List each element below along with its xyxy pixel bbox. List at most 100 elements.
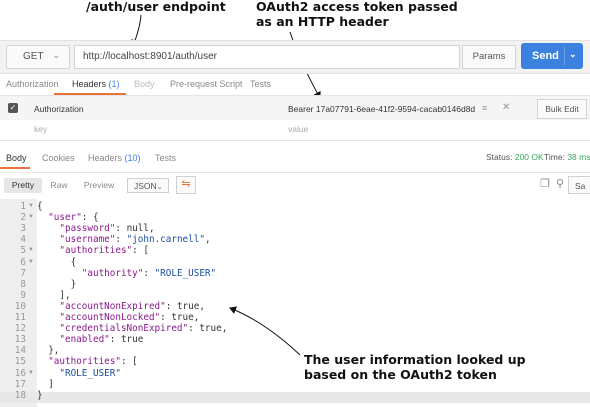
- fold-toggle-icon[interactable]: ▼: [28, 214, 34, 221]
- response-tab-headers-label: Headers: [88, 153, 123, 163]
- line-number: 2: [20, 212, 26, 224]
- close-icon[interactable]: ✕: [502, 102, 511, 113]
- format-select[interactable]: JSON ⌄: [127, 178, 169, 193]
- bulk-edit-button[interactable]: Bulk Edit: [537, 99, 587, 119]
- line-number: 18: [14, 389, 26, 401]
- code-line: "enabled": true: [59, 334, 144, 346]
- code-line: }: [37, 389, 43, 401]
- response-tab-tests[interactable]: Tests: [155, 153, 177, 163]
- url-input[interactable]: http://localhost:8901/auth/user: [74, 45, 460, 69]
- line-number: 8: [20, 278, 26, 290]
- tabs-divider: [0, 95, 590, 96]
- current-line-highlight: [0, 392, 590, 403]
- response-time: Time: 38 ms: [544, 152, 590, 162]
- response-tab-cookies[interactable]: Cookies: [42, 153, 75, 163]
- pretty-button[interactable]: Pretty: [4, 178, 42, 193]
- search-icon[interactable]: ⚲: [556, 178, 565, 190]
- chevron-down-icon[interactable]: ⌄: [569, 49, 577, 59]
- annotation-user-line1: The user information looked up: [304, 352, 526, 367]
- fold-toggle-icon[interactable]: ▼: [28, 258, 34, 265]
- line-number: 3: [20, 223, 26, 235]
- status-value: 200 OK: [514, 152, 544, 162]
- header-enabled-checkbox[interactable]: ✓: [8, 103, 18, 113]
- tab-headers-count: (1): [108, 79, 120, 89]
- line-number: 13: [14, 334, 26, 346]
- url-text: http://localhost:8901/auth/user: [83, 51, 217, 62]
- line-number: 14: [14, 345, 26, 357]
- annotation-token-line1: OAuth2 access token passed: [256, 0, 458, 14]
- line-number: 6: [20, 256, 26, 268]
- line-number: 16: [14, 367, 26, 379]
- status-label: Status:: [486, 152, 513, 162]
- line-number: 17: [14, 378, 26, 390]
- raw-button[interactable]: Raw: [50, 180, 68, 190]
- line-number: 12: [14, 323, 26, 335]
- copy-icon[interactable]: ❐: [540, 178, 550, 190]
- time-label: Time:: [544, 152, 565, 162]
- fold-toggle-icon[interactable]: ▼: [28, 369, 34, 376]
- wrap-lines-icon[interactable]: ⇋: [176, 176, 196, 194]
- code-line: "credentialsNonExpired": true,: [59, 323, 228, 335]
- chevron-down-icon: ⌄: [156, 182, 163, 191]
- code-line: "authorities": [: [59, 245, 149, 257]
- code-line: "accountNonExpired": true,: [59, 300, 205, 312]
- new-header-value-input[interactable]: value: [288, 124, 309, 134]
- code-line: }: [70, 278, 77, 290]
- tab-authorization[interactable]: Authorization: [6, 79, 59, 89]
- save-response-button[interactable]: Sa: [568, 176, 590, 194]
- response-status: Status: 200 OK: [486, 152, 544, 162]
- headers-divider: [0, 140, 590, 141]
- chevron-down-icon: ⌄: [52, 50, 60, 60]
- line-number: 5: [20, 245, 26, 257]
- response-tab-headers[interactable]: Headers (10): [88, 153, 141, 163]
- method-select[interactable]: GET ⌄: [6, 45, 70, 69]
- preview-button[interactable]: Preview: [83, 180, 115, 190]
- header-key[interactable]: Authorization: [34, 104, 84, 114]
- params-button[interactable]: Params: [462, 45, 516, 69]
- time-value: 38 ms: [567, 152, 590, 162]
- code-line: ],: [59, 289, 71, 301]
- line-number-gutter: [0, 199, 37, 407]
- code-line: "user": {: [48, 212, 99, 224]
- code-line: "password": null,: [59, 223, 155, 235]
- annotation-endpoint: /auth/user endpoint: [86, 0, 226, 14]
- method-label: GET: [23, 51, 44, 62]
- line-number: 11: [14, 312, 26, 323]
- response-divider: [0, 172, 590, 173]
- code-line: {: [70, 256, 77, 268]
- fold-toggle-icon[interactable]: ▼: [28, 203, 34, 209]
- code-line: },: [48, 345, 60, 357]
- header-value[interactable]: Bearer 17a07791-6eae-41f2-9594-cacab0146…: [288, 104, 476, 114]
- active-tab-indicator: [54, 93, 126, 95]
- line-number: 7: [20, 267, 26, 279]
- response-tab-body[interactable]: Body: [6, 153, 27, 163]
- line-number: 15: [14, 356, 26, 368]
- send-divider: [564, 47, 565, 65]
- code-line: ]: [48, 378, 54, 390]
- code-line: "authorities": [: [48, 356, 138, 368]
- send-button[interactable]: Send ⌄: [521, 43, 583, 69]
- tab-prerequest-script[interactable]: Pre-request Script: [170, 79, 243, 89]
- response-tab-indicator: [0, 167, 30, 169]
- new-header-key-input[interactable]: key: [34, 124, 48, 134]
- send-label: Send: [532, 50, 559, 62]
- code-line: {: [37, 201, 43, 212]
- tab-headers-label: Headers: [72, 79, 107, 89]
- tab-headers[interactable]: Headers (1): [72, 79, 120, 89]
- code-line: "accountNonLocked": true,: [59, 312, 200, 323]
- tab-body[interactable]: Body: [134, 79, 155, 89]
- arrow-user: [229, 306, 301, 356]
- line-number: 1: [20, 201, 26, 212]
- drag-handle-icon[interactable]: ≡: [482, 103, 488, 113]
- code-line: "authority": "ROLE_USER": [81, 267, 217, 279]
- code-line: "username": "john.carnell",: [59, 234, 211, 246]
- code-editor[interactable]: 1 2 3 4 5 6 7 8 9 10 11 12 13 14 15 16 1…: [0, 201, 590, 407]
- tab-tests[interactable]: Tests: [250, 79, 272, 89]
- line-number: 4: [20, 234, 26, 246]
- annotation-token-line2: as an HTTP header: [256, 14, 389, 29]
- code-line: "ROLE_USER": [59, 367, 121, 379]
- header-row: [0, 96, 590, 120]
- line-number: 10: [14, 300, 26, 312]
- response-tab-headers-count: (10): [124, 153, 141, 163]
- fold-toggle-icon[interactable]: ▼: [28, 247, 34, 254]
